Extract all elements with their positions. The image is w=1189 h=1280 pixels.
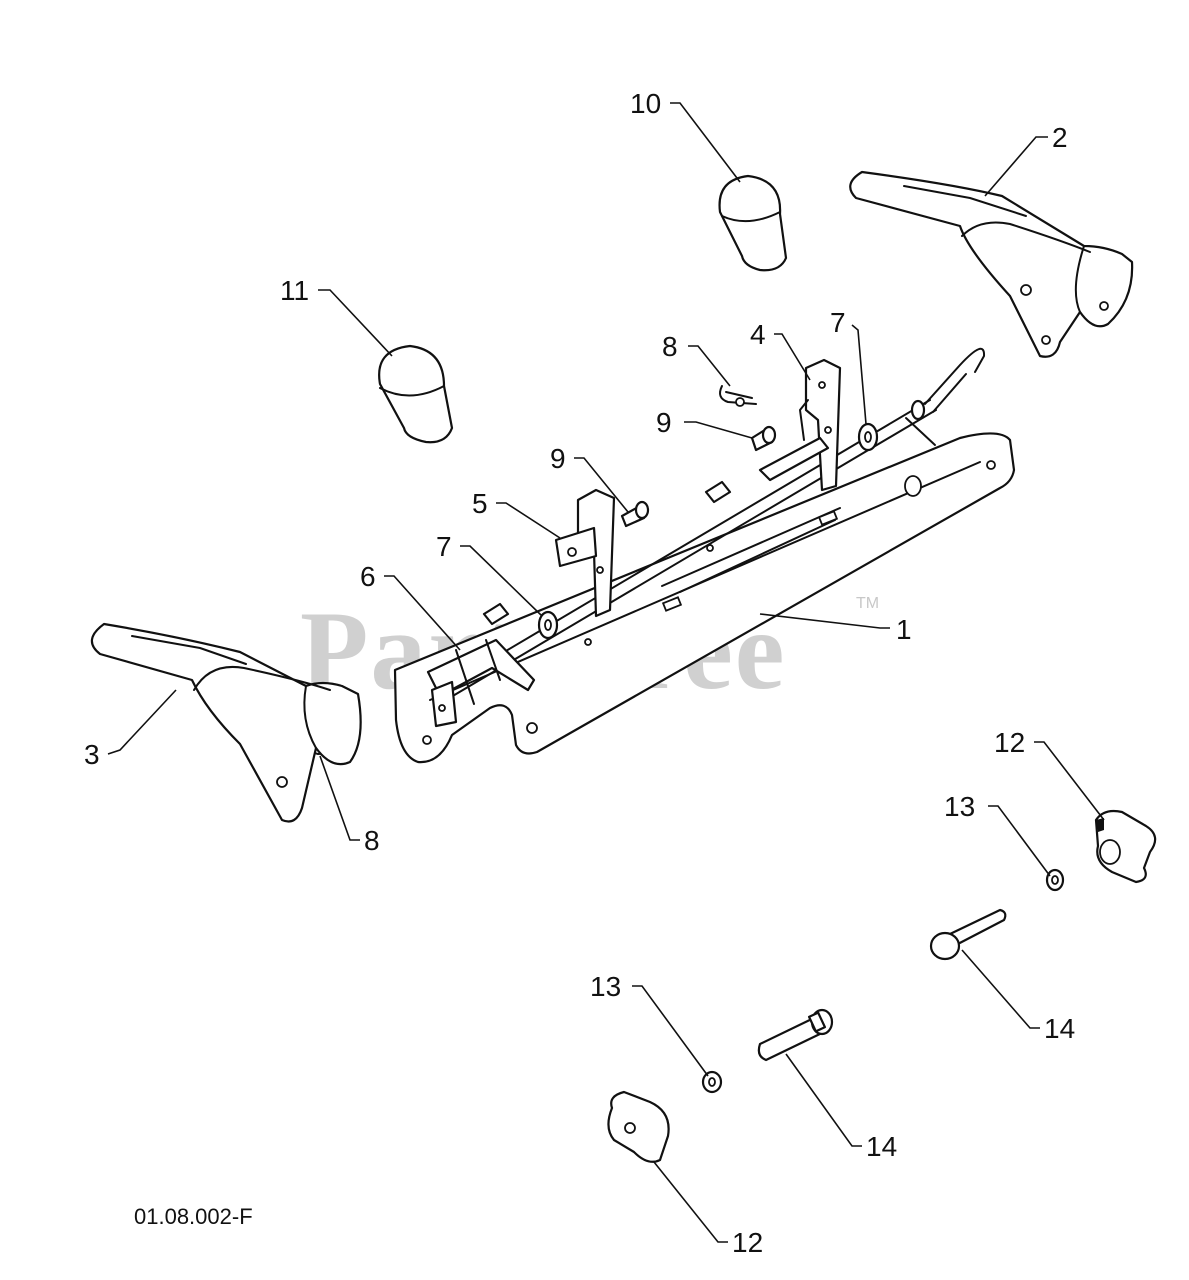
callout-6: 6	[360, 561, 376, 592]
part-14-bolt-right	[929, 908, 1007, 961]
part-12-star-knob-left	[607, 1090, 670, 1163]
callout-12-left: 12	[732, 1227, 763, 1258]
callout-7-left: 7	[436, 531, 452, 562]
leader-lines	[107, 102, 1105, 1243]
part-3-left-handle	[90, 622, 362, 823]
callout-5: 5	[472, 488, 488, 519]
part-6-latch-linkage	[426, 638, 536, 728]
part-2-right-handle	[849, 170, 1134, 358]
callout-10: 10	[630, 88, 661, 119]
callout-9-left: 9	[550, 443, 566, 474]
adjustment-rod	[439, 347, 986, 701]
callout-14-right: 14	[1044, 1013, 1075, 1044]
callout-13-left: 13	[590, 971, 621, 1002]
part-4-right-bracket	[758, 358, 842, 492]
part-7-washer-left	[537, 610, 559, 640]
part-10-knob	[718, 174, 788, 272]
part-12-star-knob-right	[1094, 809, 1157, 884]
callout-13-right: 13	[944, 791, 975, 822]
part-1-bracket-plate	[393, 432, 1016, 764]
part-11-knob	[378, 344, 454, 444]
part-9-bolt-right	[750, 425, 777, 452]
watermark-trademark: TM	[856, 595, 879, 612]
callout-12-right: 12	[994, 727, 1025, 758]
callout-1: 1	[896, 614, 912, 645]
rod-tab-right	[704, 480, 732, 504]
part-8-clip-top	[719, 385, 757, 407]
part-14-bolt-left	[757, 1008, 834, 1062]
callout-11: 11	[280, 275, 309, 306]
part-5-left-bracket	[554, 488, 616, 618]
drawing-code: 01.08.002-F	[134, 1204, 253, 1229]
part-9-bolt-left	[620, 500, 650, 528]
part-13-nut-left	[701, 1070, 723, 1094]
callout-4: 4	[750, 319, 766, 350]
callout-14-left: 14	[866, 1131, 897, 1162]
callout-3: 3	[84, 739, 100, 770]
part-13-nut-right	[1045, 868, 1065, 892]
callout-2: 2	[1052, 122, 1068, 153]
callout-8-bottom: 8	[364, 825, 380, 856]
callout-7-right: 7	[830, 307, 846, 338]
callout-9-right: 9	[656, 407, 672, 438]
part-7-washer-right	[857, 422, 879, 452]
rod-tab-left	[482, 602, 510, 626]
callout-8-top: 8	[662, 331, 678, 362]
